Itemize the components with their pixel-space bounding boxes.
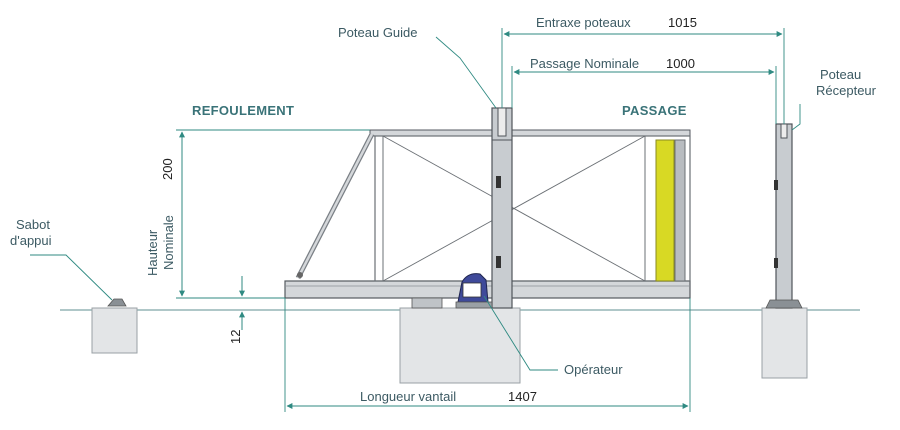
gate-panel	[374, 135, 691, 282]
guide-post	[491, 107, 513, 309]
poteau-recepteur-label-line2: Récepteur	[816, 83, 876, 98]
sabot-label-line2: d'appui	[10, 233, 52, 248]
sabot-label-line1: Sabot	[16, 217, 50, 232]
sabot-support	[107, 298, 127, 307]
guide-post-foundation	[399, 307, 521, 384]
entraxe-value: 1015	[668, 15, 697, 30]
passage-nominale-label: Passage Nominale	[530, 56, 640, 71]
passage-heading: PASSAGE	[622, 103, 687, 118]
poteau-guide-label: Poteau Guide	[338, 25, 418, 40]
height-value: 200	[160, 158, 175, 180]
poteau-guide-leader	[435, 36, 497, 109]
longueur-vantail-value: 1407	[508, 389, 537, 404]
gate-top-rail	[369, 129, 691, 137]
longueur-vantail-label: Longueur vantail	[360, 389, 457, 404]
ground-gap-value: 12	[228, 329, 243, 344]
passage-nominale-value: 1000	[666, 56, 695, 71]
refoulement-heading: REFOULEMENT	[192, 103, 295, 118]
hauteur-label-line1: Hauteur	[145, 229, 160, 276]
gate-cross-brace-2	[382, 135, 646, 282]
entraxe-label: Entraxe poteaux	[536, 15, 631, 30]
receiver-post-foundation	[761, 307, 808, 379]
operateur-leader	[483, 295, 558, 371]
sabot-foundation	[91, 307, 138, 354]
poteau-recepteur-label-line1: Poteau	[820, 67, 862, 82]
receiver-post	[775, 123, 793, 309]
hauteur-label-line2: Nominale	[161, 215, 176, 270]
operateur-label: Opérateur	[564, 362, 623, 377]
safety-edge	[655, 139, 675, 282]
poteau-recepteur-leader	[791, 104, 801, 131]
sabot-leader	[30, 254, 113, 301]
